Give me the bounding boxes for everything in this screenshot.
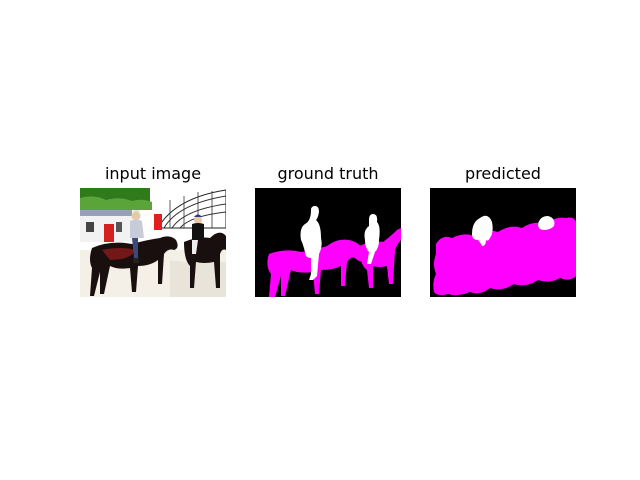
ground-truth-title: ground truth: [277, 164, 379, 183]
predicted-mask: [430, 188, 576, 297]
gt-person-1: [300, 206, 322, 280]
input-image-panel: input image: [80, 160, 226, 298]
ground-truth-mask: [255, 188, 401, 297]
predicted-panel: predicted: [430, 160, 576, 298]
pred-person-2: [538, 216, 555, 230]
pred-person-1: [472, 215, 493, 246]
input-image-title: input image: [104, 164, 202, 183]
pred-horse-region: [433, 217, 576, 296]
predicted-title: predicted: [465, 164, 541, 183]
gt-person-2: [364, 214, 380, 264]
ground-truth-panel: ground truth: [255, 160, 401, 298]
input-photo: [80, 188, 226, 297]
